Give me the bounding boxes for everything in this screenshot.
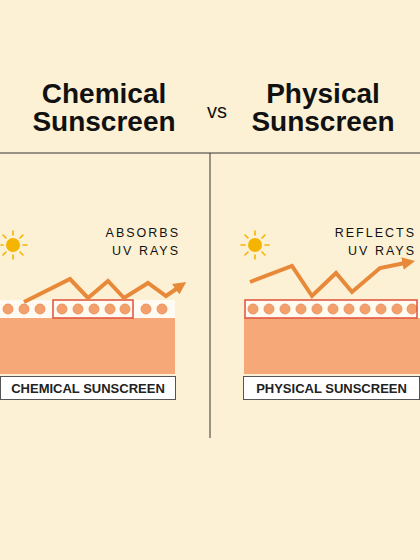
label-text: CHEMICAL SUNSCREEN	[11, 381, 165, 396]
sun-icon	[241, 231, 269, 259]
uv-label: REFLECTS UV RAYS	[316, 224, 416, 260]
panel-heading: Physical Sunscreen	[230, 80, 416, 136]
uv-ray-arrow	[24, 279, 182, 302]
label-box: CHEMICAL SUNSCREEN	[0, 376, 176, 400]
skin-layers	[0, 300, 175, 374]
sun-icon	[1, 231, 27, 259]
panel-heading: Chemical Sunscreen	[8, 80, 200, 136]
versus-text: vs	[203, 100, 231, 122]
label-text: PHYSICAL SUNSCREEN	[256, 381, 407, 396]
divider-line	[210, 153, 211, 438]
uv-ray-arrow	[250, 262, 410, 296]
skin-layers	[244, 300, 420, 374]
label-box: PHYSICAL SUNSCREEN	[243, 376, 420, 400]
uv-label: ABSORBS UV RAYS	[88, 224, 180, 260]
